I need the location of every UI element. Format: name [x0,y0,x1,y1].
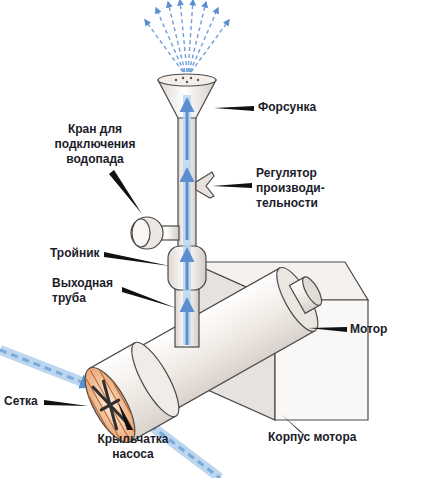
leader-line [118,402,133,430]
leader-line [122,287,176,308]
nozzle-top [158,74,216,86]
part-label: Выходная труба [52,276,124,306]
part-label: Мотор [350,322,420,337]
part-label: Кран для подключения водопада [50,122,140,167]
leader-line [104,252,170,266]
valve [131,217,163,249]
housing-rim [123,337,187,423]
impeller [90,379,131,431]
water-arrow [0,350,92,386]
valve-face [132,219,150,247]
part-label: Корпус мотора [268,430,388,445]
flow-band [183,95,191,345]
pipe-flow [183,95,191,345]
part-label: Регулятор производи-тельности [256,166,336,211]
part-label: Сетка [4,394,54,409]
pipe-assembly [131,74,216,347]
spray [145,0,229,72]
part-label: Форсунка [258,100,338,115]
part-label: Крыльчатка насоса [88,432,178,462]
regulator [196,172,214,198]
leader-line [214,106,254,111]
leader-line [212,183,252,188]
pump-motor-cylinder [75,252,338,450]
part-label: Тройник [50,246,120,261]
motor-cap-end [299,274,325,308]
motor-end [269,262,325,337]
leader-lines [44,106,347,435]
leader-line [308,327,347,332]
leader-line [44,400,88,406]
nozzle-holes [175,77,199,83]
water-band [0,350,98,388]
tee [168,246,206,290]
leader-line [109,170,142,214]
